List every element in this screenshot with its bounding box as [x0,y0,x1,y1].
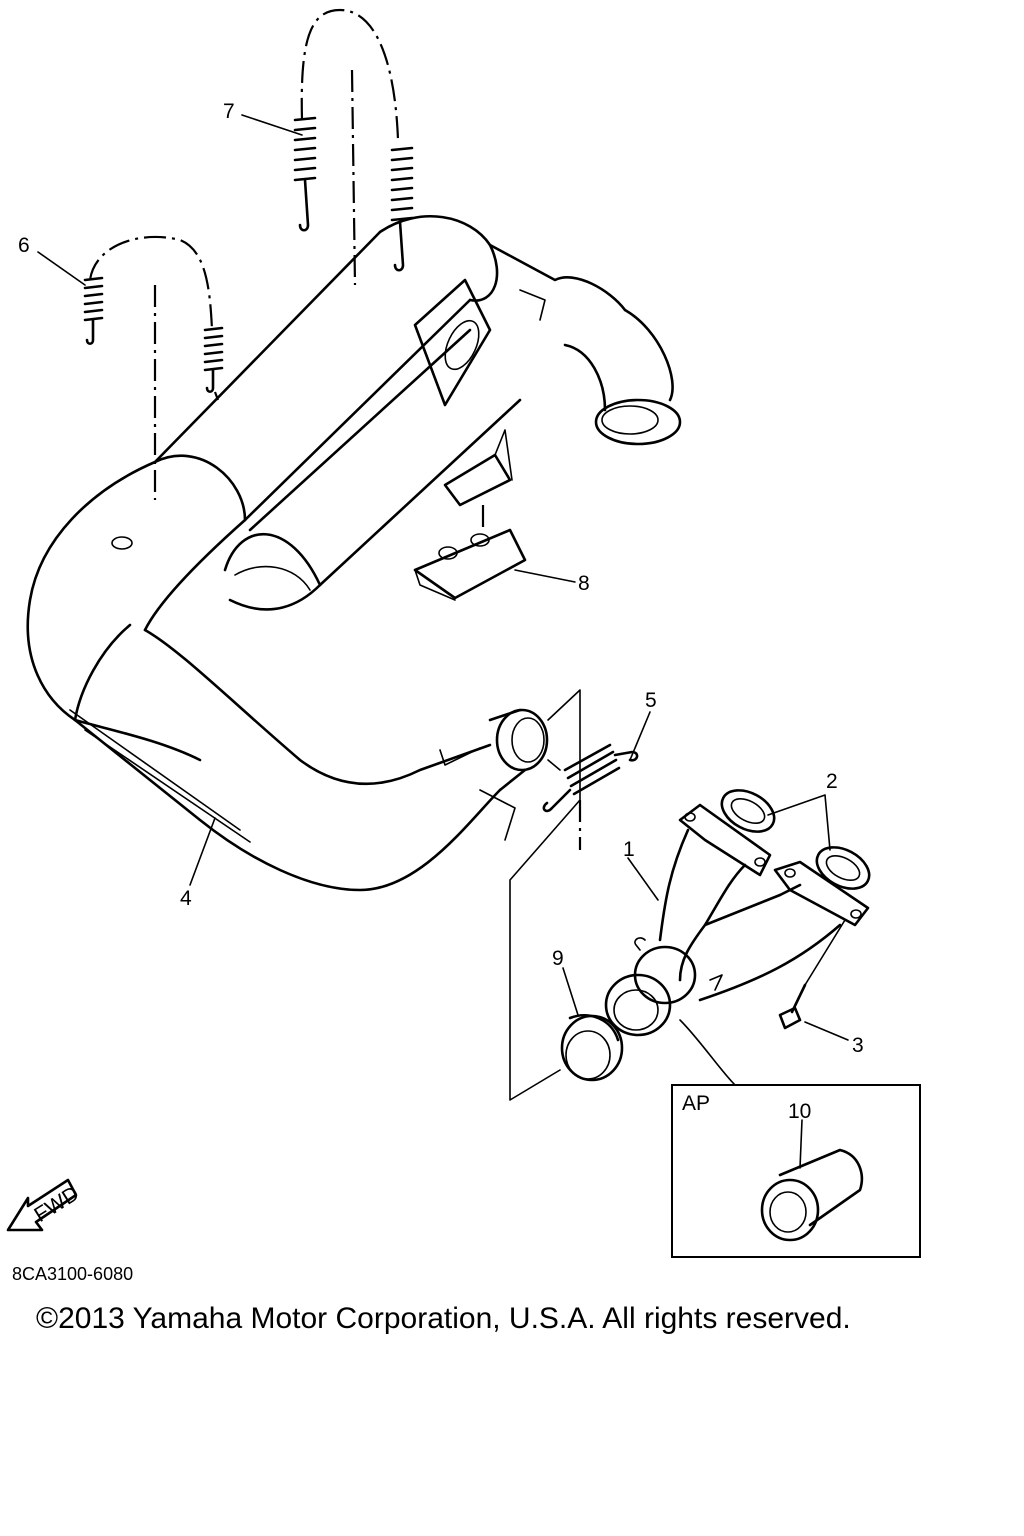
diagram-code: 8CA3100-6080 [12,1264,134,1284]
damper-bracket-part8 [413,505,527,601]
spring-part6 [83,235,224,500]
part-label-4: 4 [180,887,192,910]
inset-box-ap [671,1019,921,1258]
part-label-5: 5 [645,689,657,712]
part-label-1: 1 [623,838,635,861]
part-label-9: 9 [552,947,564,970]
joint-part9 [560,1013,624,1082]
exhaust-manifold-part1 [604,803,870,1037]
leader-lines [37,114,849,1169]
part-label-6: 6 [18,234,30,257]
part-label-8: 8 [578,572,590,595]
bolt-part3 [778,919,846,1030]
exhaust-diagram: FWD 7 6 8 5 2 1 4 9 3 AP 10 [6,8,921,1258]
part-label-2: 2 [826,770,838,793]
inset-label-ap: AP [682,1092,710,1115]
part-label-10: 10 [788,1100,811,1123]
fwd-arrow-icon: FWD [6,1178,83,1232]
group-bracket [509,689,581,1101]
part-label-7: 7 [223,100,235,123]
spring-part7 [293,8,414,286]
copyright-text: ©2013 Yamaha Motor Corporation, U.S.A. A… [36,1302,851,1335]
muffler-assembly [26,214,682,892]
spring-part5 [542,743,639,813]
part-label-3: 3 [852,1034,864,1057]
gasket-part2 [720,789,871,890]
